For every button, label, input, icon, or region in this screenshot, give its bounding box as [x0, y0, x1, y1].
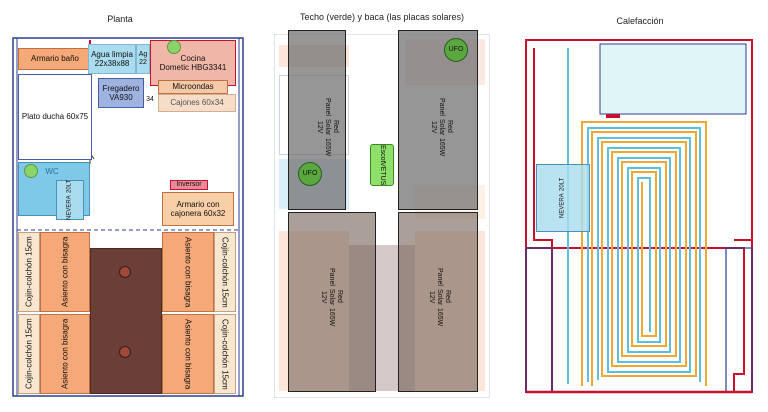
armario-cajonera: Armario con cajonera 60x32 [162, 192, 234, 226]
inversor: Inversor [170, 180, 208, 190]
asiento-1-label: Asiento con bisagra [60, 236, 70, 308]
cojin-2: Cojín-colchón 15cm [18, 314, 40, 394]
calefaccion-nevera: NEVERA 20LT [536, 164, 590, 232]
asiento-3-label: Asiento con bisagra [183, 236, 193, 308]
panel-1-line3: 165W [324, 137, 332, 156]
fregadero-label: Fregadero [102, 83, 140, 93]
armario-bano-label: Armario baño [30, 54, 80, 64]
cojin-1: Cojín-colchón 15cm [18, 232, 40, 312]
microondas: Microondas [158, 80, 228, 94]
armario-cajonera-label: Armario con cajonera 60x32 [170, 199, 226, 218]
inversor-label: Inversor [176, 180, 202, 188]
asiento-2-label: Asiento con bisagra [60, 318, 70, 390]
solar-panel-3 [288, 212, 376, 392]
panel-2-line2: Red Solar 12V [429, 118, 454, 135]
agua-limpia-dim: 22x38x88 [94, 59, 130, 68]
panel-3-line1: Panel [328, 268, 336, 286]
panel-2-line1: Panel [438, 98, 446, 116]
solar-panel-3-label: Panel Red Solar 12V 165W [312, 268, 350, 326]
fregadero: Fregadero VA930 [98, 78, 144, 108]
ufo-1-label: UFO [302, 169, 318, 177]
calefaccion-panel: NEVERA 20LT [522, 36, 756, 398]
panel-4-line3: 165W [436, 307, 444, 326]
heating-diagram [525, 39, 753, 394]
asiento-2: Asiento con bisagra [40, 314, 90, 394]
ufo-2-label: UFO [448, 45, 464, 53]
plato-ducha: Plato ducha 60x75 [18, 74, 92, 160]
techo-panel: Panel Red Solar 12V 165W UFO Panel Red S… [270, 30, 494, 402]
nevera-cap: 20LT [66, 180, 73, 194]
ufo-vent-2: UFO [444, 38, 468, 62]
asiento-1: Asiento con bisagra [40, 232, 90, 312]
cajones-label: Cajones 60x34 [170, 98, 224, 108]
wc-label: WC [45, 167, 59, 177]
cojin-2-label: Cojín-colchón 15cm [24, 318, 34, 390]
solar-panel-2-label: Panel Red Solar 12V 165W [422, 98, 460, 156]
agua-limpia-tank: Agua limpia 22x38x88 [88, 44, 136, 74]
escotilla-line1: Escot [379, 144, 387, 163]
panel-1-line2: Red Solar 12V [315, 118, 340, 135]
agua2-dim: 22 [139, 59, 147, 66]
cocina-model: Dometic HBG3341 [159, 63, 227, 72]
solar-panel-4 [398, 212, 478, 392]
wc-green-marker [24, 164, 38, 178]
agua-tank-2: Ag 22 [136, 44, 150, 74]
title-planta: Planta [107, 14, 133, 24]
panel-2-line3: 165W [438, 137, 446, 156]
cojin-4: Cojín-colchón 15cm [214, 314, 236, 394]
cojin-1-label: Cojín-colchón 15cm [24, 236, 34, 308]
planta-panel: Armario baño Agua limpia 22x38x88 Ag 22 … [12, 36, 244, 398]
panel-3-line3: 165W [328, 307, 336, 326]
fregadero-dim: 34 [144, 94, 156, 106]
title-calefaccion: Calefacción [616, 16, 664, 26]
asiento-4-label: Asiento con bisagra [183, 318, 193, 390]
armario-bano: Armario baño [18, 48, 92, 70]
asiento-4: Asiento con bisagra [162, 314, 214, 394]
wc-label-box: WC [42, 166, 62, 178]
table-leg-2 [119, 346, 131, 358]
panel-3-line2: Red Solar 12V [319, 288, 344, 305]
calefaccion-nevera-label: NEVERA [559, 193, 566, 218]
cojin-4-label: Cojín-colchón 15cm [220, 318, 230, 390]
nevera: NEVERA 20LT [56, 180, 84, 220]
fregadero-dim-label: 34 [146, 95, 154, 103]
table-leg-1 [119, 266, 131, 278]
cocina-green-marker [167, 40, 181, 54]
nevera-label: NEVERA [66, 195, 73, 220]
panel-4-line2: Red Solar 12V [427, 288, 452, 305]
escotilla-vetus: Escot VETUS [370, 144, 394, 186]
ufo-vent-1: UFO [298, 162, 322, 186]
cojin-3-label: Cojín-colchón 15cm [220, 236, 230, 308]
agua-limpia-label: Agua limpia [91, 49, 133, 59]
cojin-3: Cojín-colchón 15cm [214, 232, 236, 312]
agua2-label: Ag [138, 50, 148, 58]
escotilla-line2: VETUS [379, 162, 387, 186]
fregadero-model: VA930 [109, 93, 133, 102]
solar-panel-2 [398, 30, 478, 210]
solar-panel-4-label: Panel Red Solar 12V 165W [420, 268, 458, 326]
title-techo: Techo (verde) y baca (las placas solares… [299, 12, 465, 22]
panel-4-line1: Panel [436, 268, 444, 286]
solar-panel-1-label: Panel Red Solar 12V 165W [308, 98, 346, 156]
asiento-3: Asiento con bisagra [162, 232, 214, 312]
cajones: Cajones 60x34 [158, 94, 236, 112]
plato-ducha-label: Plato ducha 60x75 [21, 112, 89, 122]
calefaccion-nevera-cap: 20LT [559, 178, 566, 192]
cocina-label: Cocina [180, 53, 206, 63]
panel-1-line1: Panel [324, 98, 332, 116]
cocina: Cocina Dometic HBG3341 [150, 40, 236, 86]
microondas-label: Microondas [172, 82, 214, 92]
